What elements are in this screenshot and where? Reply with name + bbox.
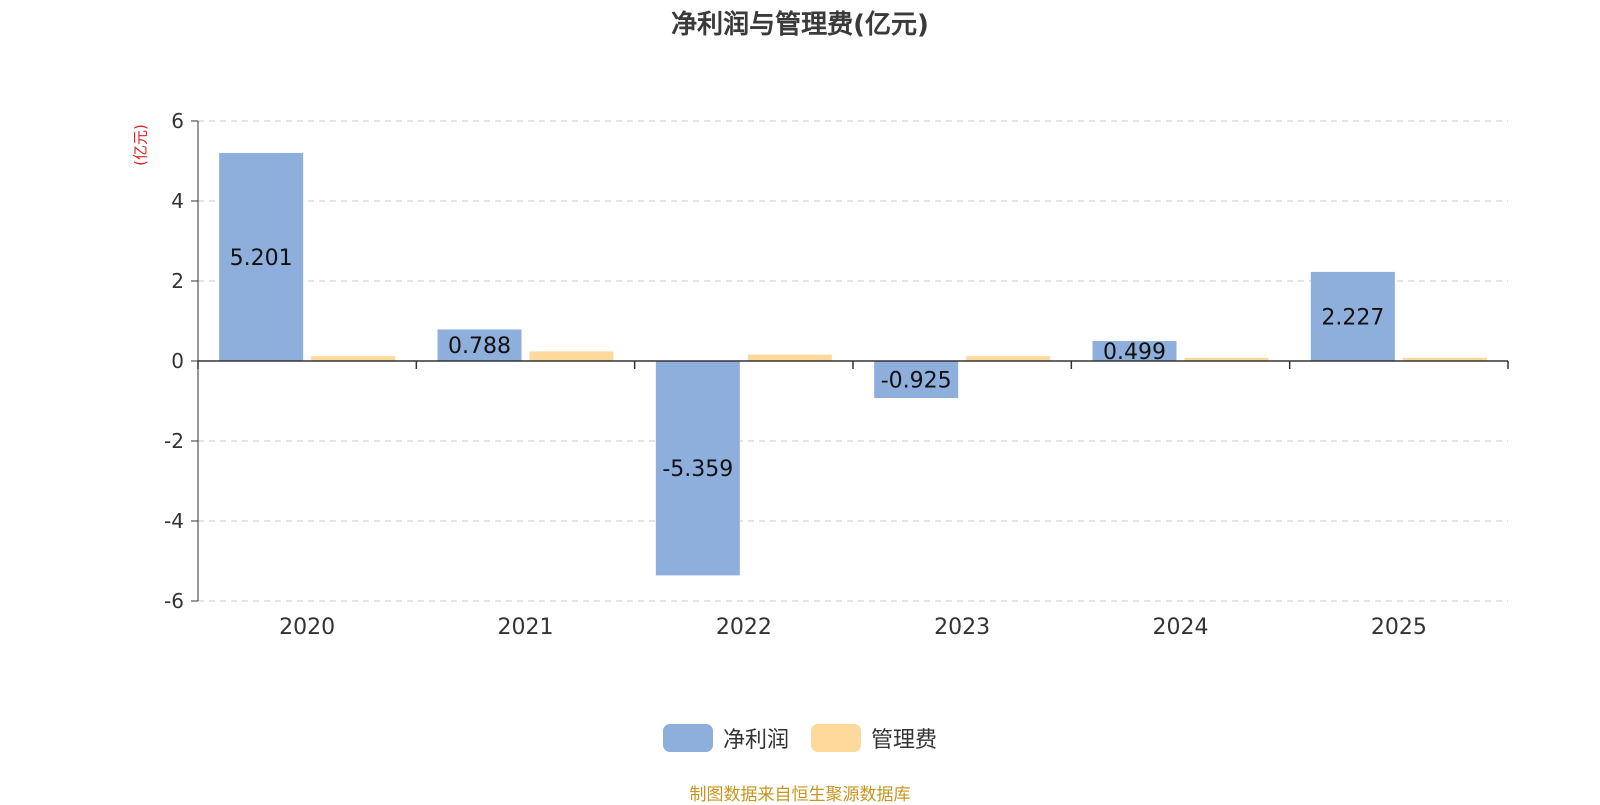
y-tick-label: 0: [171, 349, 184, 373]
y-tick-label: 4: [171, 189, 184, 213]
bar-net-profit: [1092, 341, 1177, 361]
legend-item-admin-expense[interactable]: 管理费: [811, 722, 937, 754]
bar-net-profit: [437, 329, 522, 361]
data-label-net-profit: 5.201: [230, 246, 293, 271]
x-tick-label: 2024: [1153, 615, 1209, 640]
y-tick-label: -2: [164, 429, 184, 453]
bar-admin-expense: [529, 351, 614, 361]
data-label-net-profit: 0.788: [448, 334, 511, 359]
y-tick-label: 6: [171, 109, 184, 133]
data-label-net-profit: 2.227: [1321, 305, 1384, 330]
legend-swatch-net-profit: [662, 724, 713, 752]
legend: 净利润 管理费: [0, 722, 1600, 754]
bar-admin-expense: [311, 356, 396, 361]
data-label-net-profit: -5.359: [662, 457, 733, 482]
bar-admin-expense: [1402, 357, 1487, 361]
y-tick-label: -6: [164, 589, 184, 613]
x-tick-label: 2025: [1371, 615, 1427, 640]
bar-net-profit: [219, 152, 304, 361]
y-tick-label: -4: [164, 509, 184, 533]
bar-net-profit: [1310, 271, 1395, 361]
bar-net-profit: [874, 361, 959, 398]
x-tick-label: 2021: [498, 615, 554, 640]
y-tick-label: 2: [171, 269, 184, 293]
data-source-note: 制图数据来自恒生聚源数据库: [689, 785, 911, 805]
x-tick-label: 2020: [279, 615, 335, 640]
bar-net-profit: [655, 361, 740, 576]
bar-admin-expense: [747, 354, 832, 361]
x-tick-label: 2023: [934, 615, 990, 640]
legend-label-admin-expense: 管理费: [871, 728, 938, 753]
x-tick-label: 2022: [716, 615, 772, 640]
data-label-net-profit: -0.925: [881, 369, 952, 394]
legend-item-net-profit[interactable]: 净利润: [662, 722, 789, 754]
bar-admin-expense: [1184, 357, 1269, 361]
bar-admin-expense: [966, 356, 1051, 361]
legend-swatch-admin-expense: [811, 724, 861, 752]
legend-label-net-profit: 净利润: [722, 728, 789, 753]
chart-title: 净利润与管理费(亿元): [671, 10, 929, 40]
